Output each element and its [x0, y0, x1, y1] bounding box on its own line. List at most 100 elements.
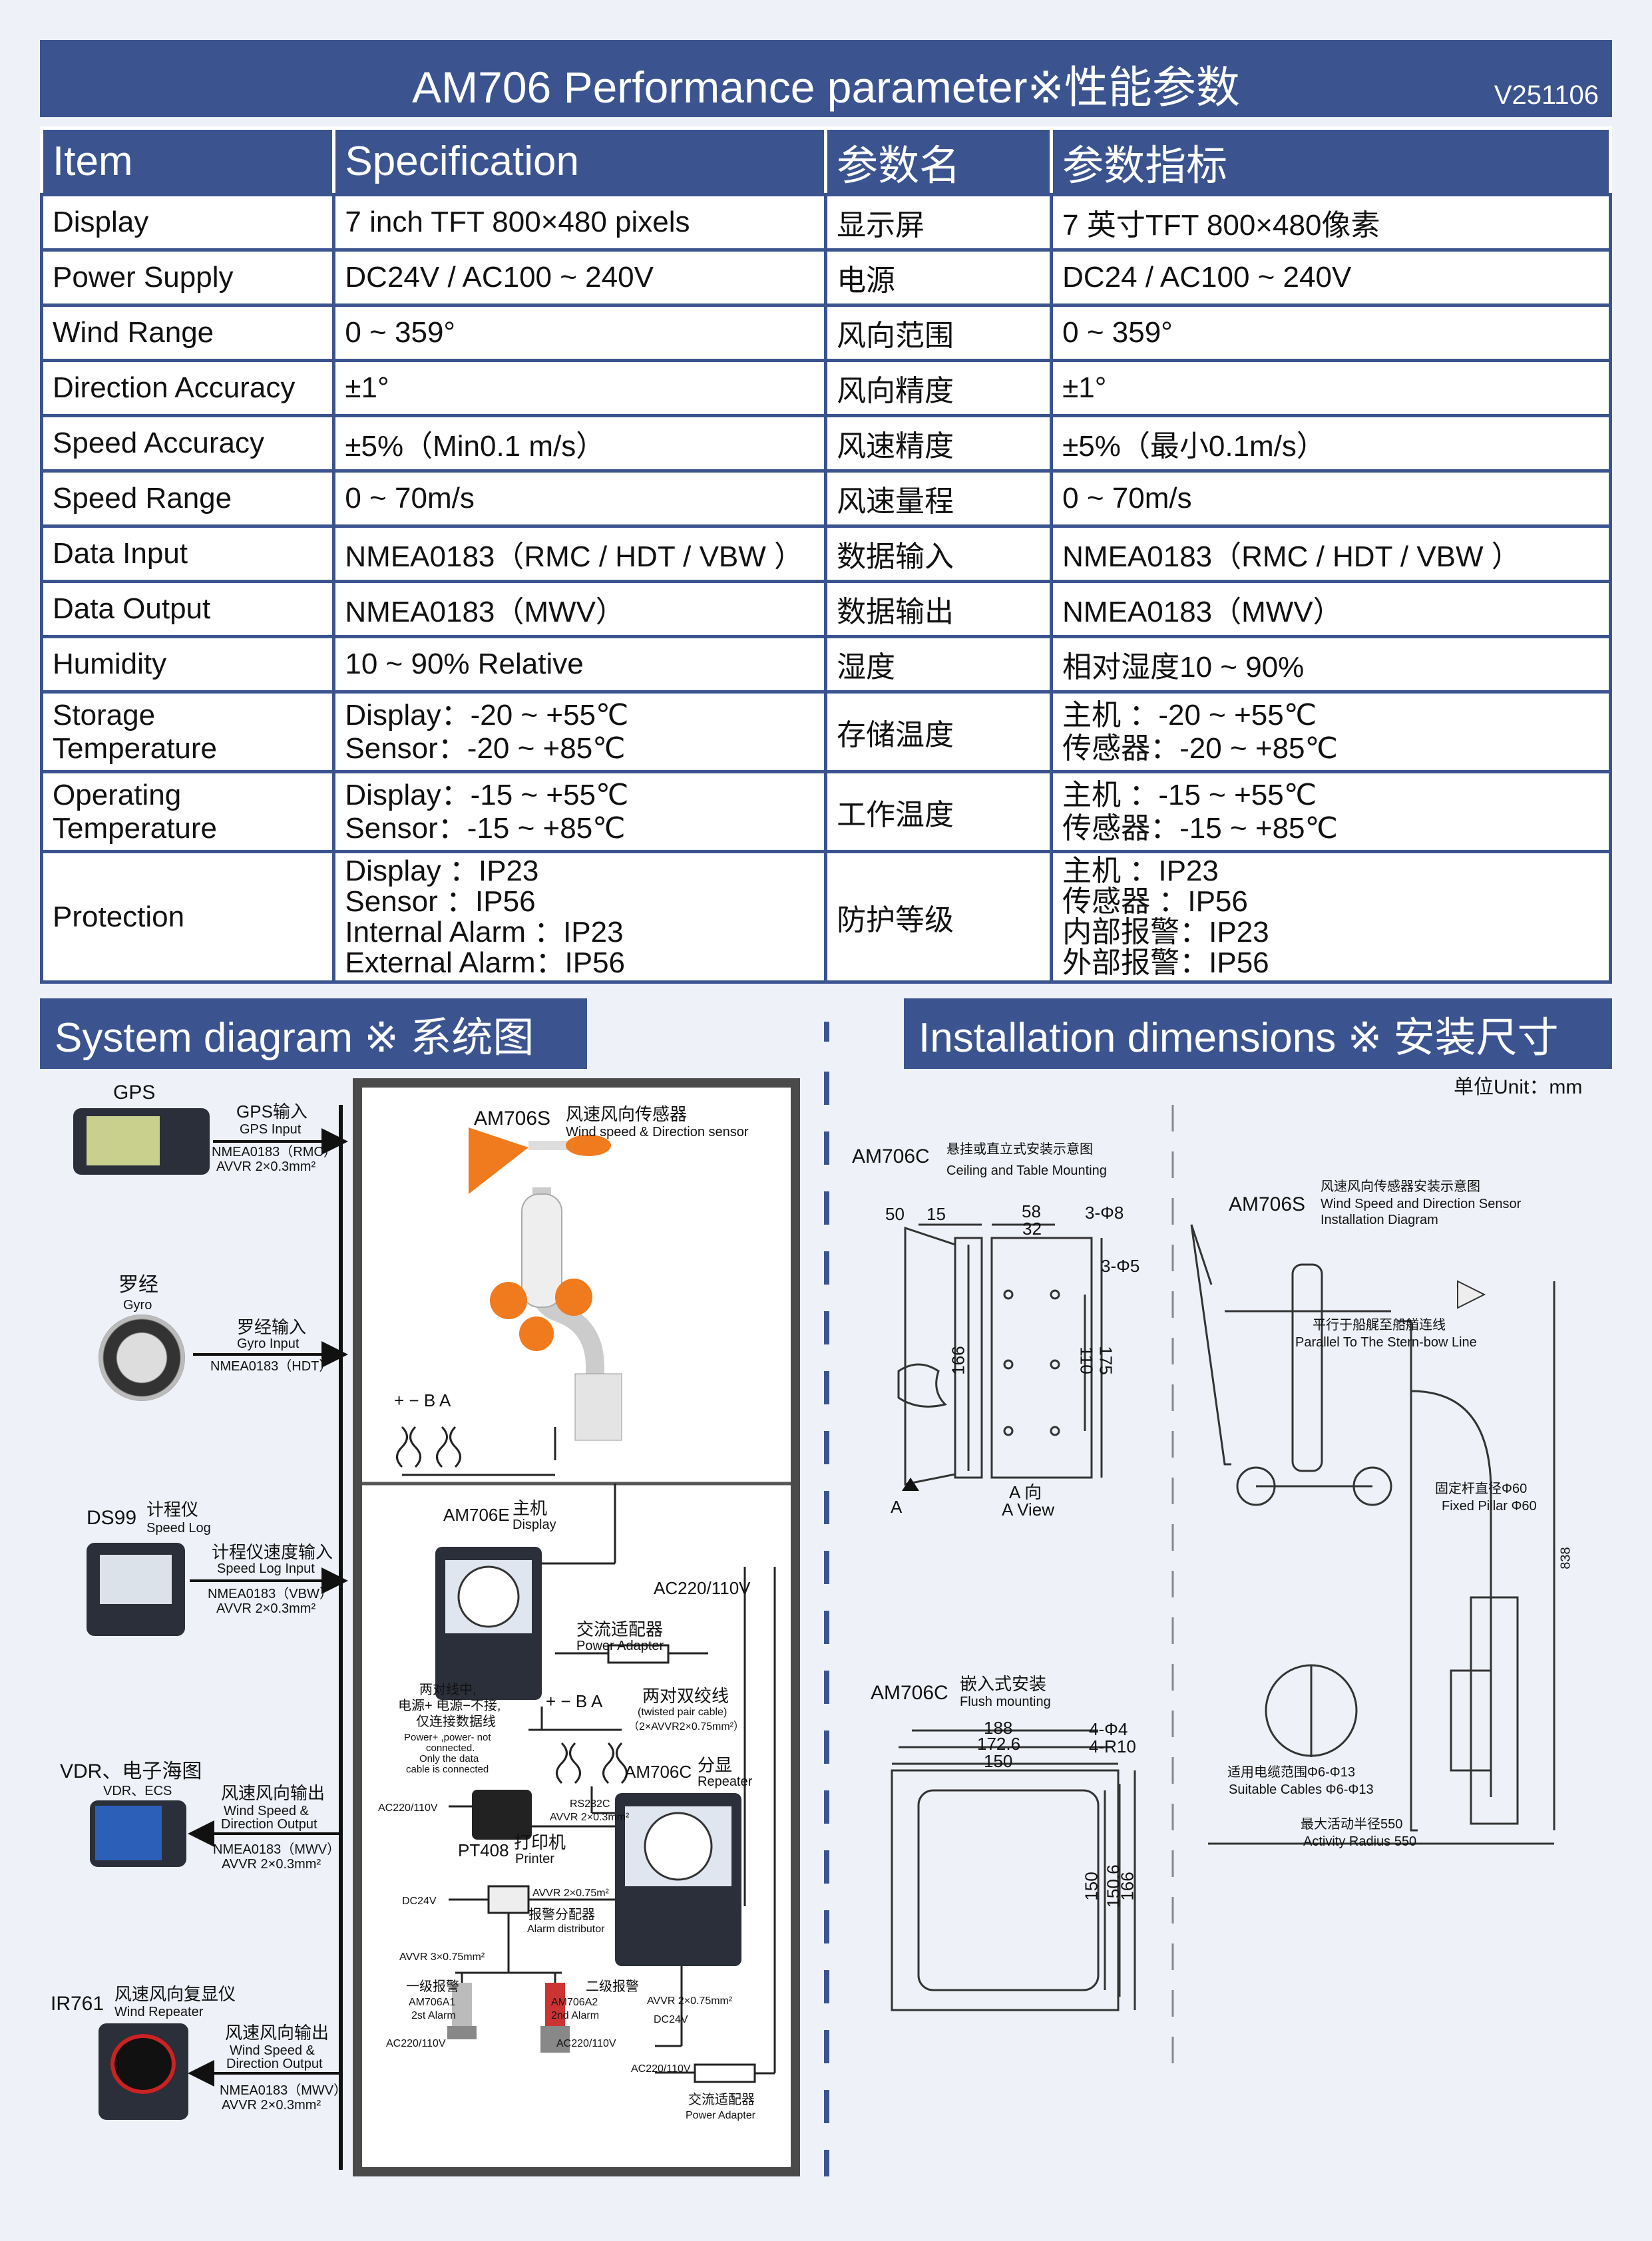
- cell-spec: NMEA0183（MWV）: [332, 580, 828, 638]
- cell-item: Humidity: [39, 635, 336, 694]
- cell-spec: 10 ~ 90% Relative: [332, 635, 828, 694]
- cell-cn-name: 风速量程: [824, 469, 1054, 528]
- dim-32: 32: [1022, 1219, 1042, 1239]
- cell-item: Speed Range: [39, 469, 336, 528]
- alarm-dist-en: Alarm distributor: [527, 1924, 605, 1935]
- ir761-label-cn: 风速风向复显仪: [114, 1984, 236, 2004]
- ds99-device-image: [87, 1543, 185, 1636]
- cell-item: Power Supply: [39, 248, 336, 307]
- dim-166-h: 166: [1117, 1872, 1137, 1901]
- dim-50: 50: [885, 1204, 905, 1224]
- cell-cn-value: DC24 / AC100 ~ 240V: [1050, 248, 1612, 307]
- printer-model: PT408: [458, 1840, 509, 1860]
- cell-cn-value: ±5%（最小0.1m/s）: [1050, 414, 1612, 473]
- gps-protocol: NMEA0183（RMC）: [212, 1145, 337, 1159]
- cell-cn-value: 相对湿度10 ~ 90%: [1050, 635, 1612, 694]
- system-diagram-title: System diagram ※ 系统图: [40, 998, 587, 1069]
- alarm-dist-cable: AVVR 2×0.75m²: [532, 1888, 609, 1899]
- printer-label-cn: 打印机: [514, 1832, 566, 1852]
- cell-item: Wind Range: [39, 304, 336, 362]
- ir761-device-image: [99, 2023, 188, 2120]
- protection-cn-name: 防护等级: [824, 850, 1054, 984]
- title-bar: AM706 Performance parameter※性能参数 V251106: [40, 40, 1612, 117]
- ir761-cable: AVVR 2×0.3mm²: [222, 2098, 321, 2113]
- dim-15: 15: [927, 1204, 946, 1224]
- display-label-cn: 主机: [513, 1498, 548, 1518]
- vdr-output-en2: Direction Output: [221, 1817, 317, 1832]
- gps-device-image: [73, 1108, 210, 1175]
- ir761-label: IR761: [51, 1993, 104, 2015]
- cell-item: Speed Accuracy: [39, 414, 336, 473]
- installation-drawings: [891, 1105, 1555, 2077]
- vdr-cable: AVVR 2×0.3mm²: [222, 1857, 321, 1872]
- ceiling-en: Ceiling and Table Mounting: [946, 1163, 1107, 1178]
- alarm-dist-dc: DC24V: [402, 1896, 437, 1907]
- twisted-terminals: + − B A: [546, 1691, 603, 1711]
- header-cn-name: 参数名: [824, 126, 1054, 196]
- alarm2-en: 2nd Alarm: [551, 2010, 600, 2021]
- gps-input-cn: GPS输入: [236, 1102, 308, 1121]
- repeater-model: AM706C: [624, 1762, 692, 1782]
- cell-cn-name: 湿度: [824, 635, 1054, 694]
- header-cn-value: 参数指标: [1050, 126, 1612, 196]
- dim-150-w: 150: [984, 1751, 1013, 1771]
- parallel-cn: 平行于船艉至船艏连线: [1313, 1318, 1446, 1332]
- sensor-terminals: + − B A: [394, 1390, 451, 1410]
- note-en4: cable is connected: [406, 1764, 489, 1775]
- bottom-cable: AVVR 2×0.75mm²: [647, 1995, 733, 2007]
- cell-spec: ±5%（Min0.1 m/s）: [332, 414, 828, 473]
- display-ac: AC220/110V: [654, 1578, 751, 1598]
- gps-input-en: GPS Input: [240, 1122, 302, 1137]
- gyro-label-en: Gyro: [123, 1298, 152, 1313]
- vdr-output-cn: 风速风向输出: [221, 1783, 325, 1803]
- ir761-label-en: Wind Repeater: [114, 2005, 204, 2019]
- flush-model: AM706C: [871, 1682, 948, 1704]
- sensor-label-cn: 风速风向传感器: [566, 1104, 688, 1124]
- spec-header-row: Item Specification 参数名 参数指标: [39, 126, 1612, 196]
- ds99-label-en: Speed Log: [146, 1521, 211, 1535]
- dim-838: 838: [1558, 1547, 1573, 1569]
- dim-110: 110: [1076, 1346, 1097, 1374]
- twisted-en1: (twisted pair cable): [638, 1707, 727, 1718]
- header-item: Item: [39, 126, 336, 196]
- input-output-arrows: [188, 1105, 348, 2170]
- printer-cable: AVVR 2×0.3mm²: [550, 1812, 630, 1823]
- flush-cn: 嵌入式安装: [960, 1674, 1047, 1694]
- display-adapter-en: Power Adapter: [576, 1639, 664, 1653]
- cell-cn-value: ±1°: [1050, 359, 1612, 417]
- cell-cn-name: 数据输出: [824, 580, 1054, 638]
- cell-spec: 7 inch TFT 800×480 pixels: [332, 193, 828, 252]
- note-en1: Power+ ,power- not: [404, 1732, 491, 1743]
- cell-spec: NMEA0183（RMC / HDT / VBW ）: [332, 524, 828, 583]
- a-view-cn: A 向: [1009, 1482, 1042, 1502]
- view-a-marker: A: [891, 1497, 903, 1517]
- dim-175: 175: [1096, 1346, 1116, 1375]
- cell-cn-name: 数据输入: [824, 524, 1054, 583]
- cell-cn-name: 风速精度: [824, 414, 1054, 473]
- note-cn3: 仅连接数据线: [416, 1715, 496, 1729]
- ds99-protocol: NMEA0183（VBW）: [208, 1587, 333, 1601]
- bottom-ac: AC220/110V: [631, 2063, 691, 2075]
- cell-cn-value: NMEA0183（MWV）: [1050, 580, 1612, 638]
- alarm-dist-cn: 报警分配器: [528, 1908, 595, 1922]
- dim-58: 58: [1022, 1201, 1041, 1221]
- sensor-install-en2: Installation Diagram: [1321, 1213, 1438, 1227]
- twisted-en2: （2×AVVR2×0.75mm²）: [628, 1721, 744, 1732]
- alarm2-cn: 二级报警: [586, 1979, 639, 1994]
- ds99-input-cn: 计程仪速度输入: [212, 1542, 333, 1562]
- storage-cn-name: 存储温度: [824, 690, 1054, 773]
- ir761-protocol: NMEA0183（MWV）: [220, 2083, 347, 2098]
- bottom-adapter-cn: 交流适配器: [688, 2093, 755, 2107]
- dim-172: 172.6: [977, 1734, 1021, 1754]
- cell-spec: 0 ~ 359°: [332, 304, 828, 362]
- printer-rs232: RS232C: [570, 1798, 610, 1810]
